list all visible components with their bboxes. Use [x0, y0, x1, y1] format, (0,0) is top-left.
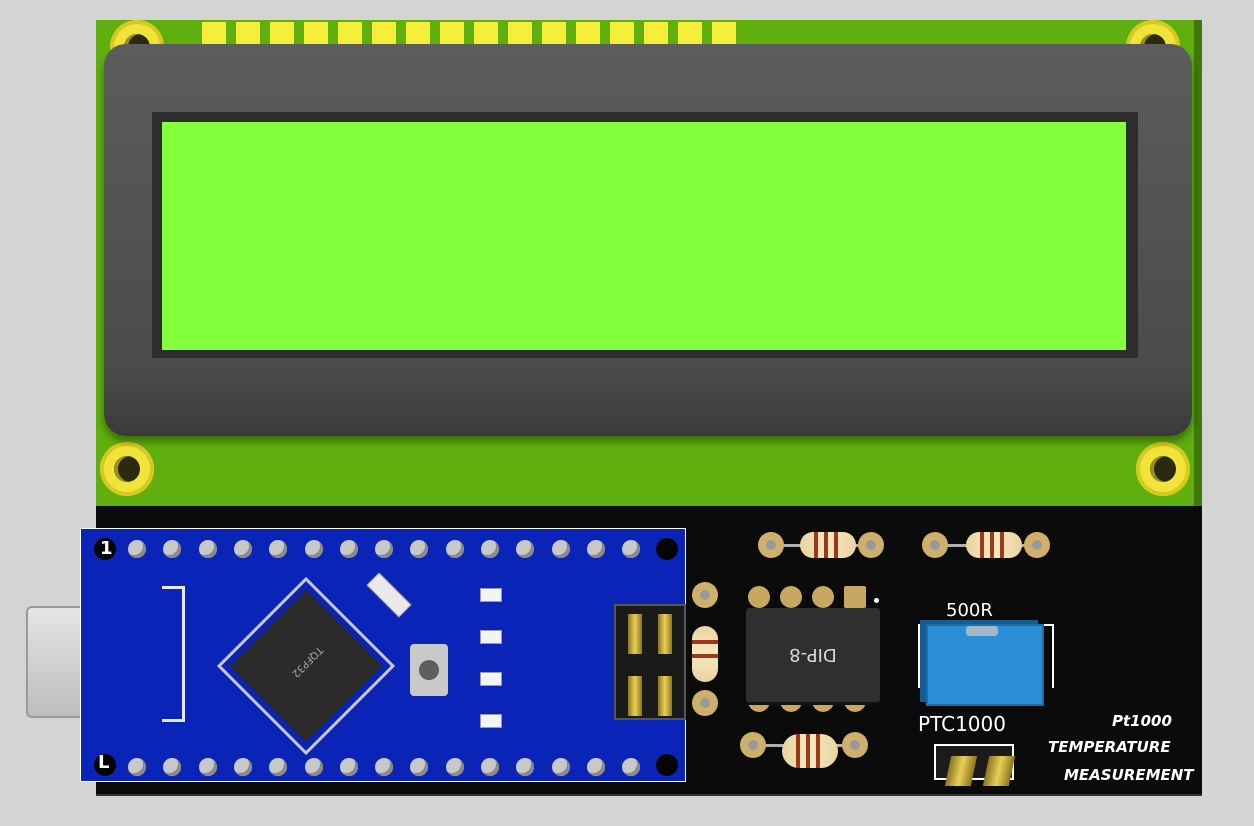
arduino-pin: [128, 540, 146, 558]
usb-silkscreen-outline: [162, 586, 185, 722]
lcd-pin: [270, 22, 294, 46]
nano-mount-hole: [656, 754, 678, 776]
dip-pad: [844, 586, 866, 608]
led-indicator: [480, 672, 502, 686]
arduino-pin: [233, 540, 252, 558]
arduino-pin: [481, 540, 499, 558]
arduino-pin: [163, 540, 182, 558]
arduino-pin: [304, 758, 323, 776]
arduino-pin: [516, 758, 535, 776]
arduino-pin: [198, 758, 217, 776]
resistor-pad: [858, 532, 884, 558]
dip-pad: [748, 586, 770, 608]
lcd-pin: [202, 22, 226, 46]
lcd-pin: [440, 22, 464, 46]
header-pin: [658, 614, 672, 654]
resistor-pad: [740, 732, 766, 758]
led-indicator: [480, 714, 502, 728]
arduino-pin: [128, 758, 146, 776]
pin-marker-bottom: L: [98, 752, 110, 773]
arduino-pin: [481, 758, 499, 776]
arduino-pin: [163, 758, 182, 776]
board-title-line-2: temperature: [1048, 738, 1171, 756]
resistor-pad: [842, 732, 868, 758]
dip-pad: [780, 586, 802, 608]
arduino-nano-board: [80, 528, 686, 782]
arduino-pin: [269, 540, 288, 558]
trimmer-potentiometer[interactable]: [926, 624, 1044, 706]
led-indicator: [480, 588, 502, 602]
board-title-line-3: measurement: [1064, 766, 1194, 784]
dip8-label: DIP-8: [789, 644, 837, 665]
arduino-pin: [410, 758, 429, 776]
arduino-pin: [339, 758, 358, 776]
arduino-pin: [551, 540, 570, 558]
arduino-pin: [622, 758, 641, 776]
arduino-pin: [375, 540, 394, 558]
reset-button[interactable]: [410, 644, 448, 696]
lcd-pin: [406, 22, 430, 46]
arduino-pin: [304, 540, 323, 558]
arduino-pin: [339, 540, 358, 558]
header-pin: [658, 676, 672, 716]
dip-pad: [812, 586, 834, 608]
mounting-hole-bottom-right: [1136, 442, 1190, 496]
resistor-pad: [692, 690, 718, 716]
nano-mount-hole: [94, 538, 116, 560]
arduino-pin: [586, 540, 605, 558]
resistor-r1: [800, 532, 856, 558]
board-title-line-1: Pt1000: [1112, 712, 1172, 730]
nano-mount-hole: [656, 538, 678, 560]
header-pin: [628, 614, 642, 654]
resistor-r3: [782, 734, 838, 768]
arduino-pin: [622, 540, 641, 558]
lcd-pin: [678, 22, 702, 46]
led-indicator: [480, 630, 502, 644]
lcd-pin: [236, 22, 260, 46]
lcd-pin: [712, 22, 736, 46]
nano-mount-hole: [94, 754, 116, 776]
lcd-screen: [162, 122, 1126, 350]
lcd-pin: [304, 22, 328, 46]
resistor-pad: [1024, 532, 1050, 558]
header-pin: [628, 676, 642, 716]
resistor-pad: [922, 532, 948, 558]
pin1-marker: 1: [100, 538, 113, 559]
lcd-pin: [576, 22, 600, 46]
arduino-pin: [551, 758, 570, 776]
lcd-pin: [338, 22, 362, 46]
resistor-pad: [692, 582, 718, 608]
lcd-pin: [542, 22, 566, 46]
arduino-pin: [586, 758, 605, 776]
resistor-vertical: [692, 626, 718, 682]
arduino-pin: [198, 540, 217, 558]
lcd-pin: [644, 22, 668, 46]
lcd-pin: [508, 22, 532, 46]
resistor-r2: [966, 532, 1022, 558]
mounting-hole-bottom-left: [100, 442, 154, 496]
arduino-pin: [516, 540, 535, 558]
resistor-pad: [758, 532, 784, 558]
arduino-pin: [233, 758, 252, 776]
pot-label: 500R: [946, 600, 993, 621]
arduino-pin: [445, 540, 464, 558]
lcd-pin: [372, 22, 396, 46]
lcd-pin: [610, 22, 634, 46]
pot-adjust-screw[interactable]: [966, 626, 998, 636]
sensor-label: PTC1000: [918, 712, 1006, 736]
arduino-pin: [375, 758, 394, 776]
icsp-header: [614, 604, 686, 720]
lcd-pin: [474, 22, 498, 46]
arduino-pin: [269, 758, 288, 776]
dip8-ic: [746, 608, 880, 702]
pin1-dot: [874, 598, 879, 603]
arduino-pin: [445, 758, 464, 776]
arduino-pin: [410, 540, 429, 558]
